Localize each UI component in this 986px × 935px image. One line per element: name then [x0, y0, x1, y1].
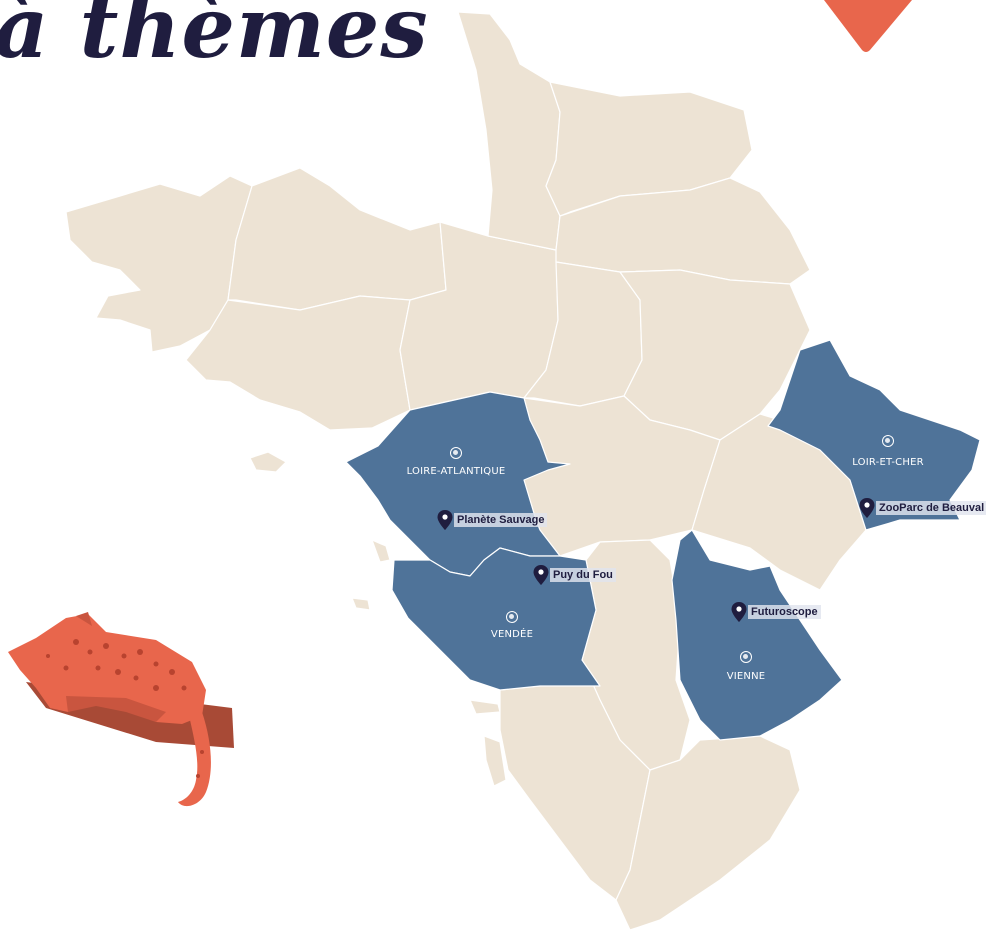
leopard-illustration: [8, 612, 234, 807]
island-yeu: [351, 597, 371, 611]
park-marker-planete-sauvage[interactable]: Planète Sauvage: [437, 510, 548, 530]
region-cotes-darmor[interactable]: [227, 167, 447, 311]
department-marker-icon: [506, 611, 518, 623]
map-pin-icon: [859, 498, 875, 518]
island-noirmoutier: [371, 539, 391, 563]
park-name: Planète Sauvage: [454, 513, 548, 527]
park-name: Futuroscope: [748, 605, 821, 619]
park-marker-zooparc-de-beauval[interactable]: ZooParc de Beauval: [859, 498, 986, 518]
island-oleron: [483, 735, 507, 787]
map-pin-icon: [437, 510, 453, 530]
department-marker-icon: [740, 651, 752, 663]
park-name: ZooParc de Beauval: [876, 501, 986, 515]
department-label-vendee: VENDÉE: [490, 629, 534, 640]
accent-triangle-decoration: [824, 0, 912, 52]
region-vienne[interactable]: [671, 529, 843, 741]
park-name: Puy du Fou: [550, 568, 616, 582]
map-pin-icon: [731, 602, 747, 622]
region-morbihan[interactable]: [185, 295, 411, 431]
region-charente[interactable]: [615, 735, 801, 931]
department-marker-icon: [450, 447, 462, 459]
region-vendee[interactable]: [391, 547, 601, 691]
region-loire-atlantique[interactable]: [345, 391, 571, 577]
island-belle-ile: [249, 451, 287, 473]
region-manche[interactable]: [457, 11, 561, 251]
region-finistere[interactable]: [65, 175, 253, 353]
map-pin-icon: [533, 565, 549, 585]
park-marker-puy-du-fou[interactable]: Puy du Fou: [533, 565, 616, 585]
department-label-vienne: VIENNE: [726, 671, 766, 682]
department-label-loir-et-cher: LOIR-ET-CHER: [852, 457, 924, 468]
island-re: [469, 699, 501, 715]
park-marker-futuroscope[interactable]: Futuroscope: [731, 602, 821, 622]
department-marker-icon: [882, 435, 894, 447]
department-label-loire-atlantique: LOIRE-ATLANTIQUE: [406, 466, 506, 477]
page-title: à thèmes: [0, 0, 429, 77]
